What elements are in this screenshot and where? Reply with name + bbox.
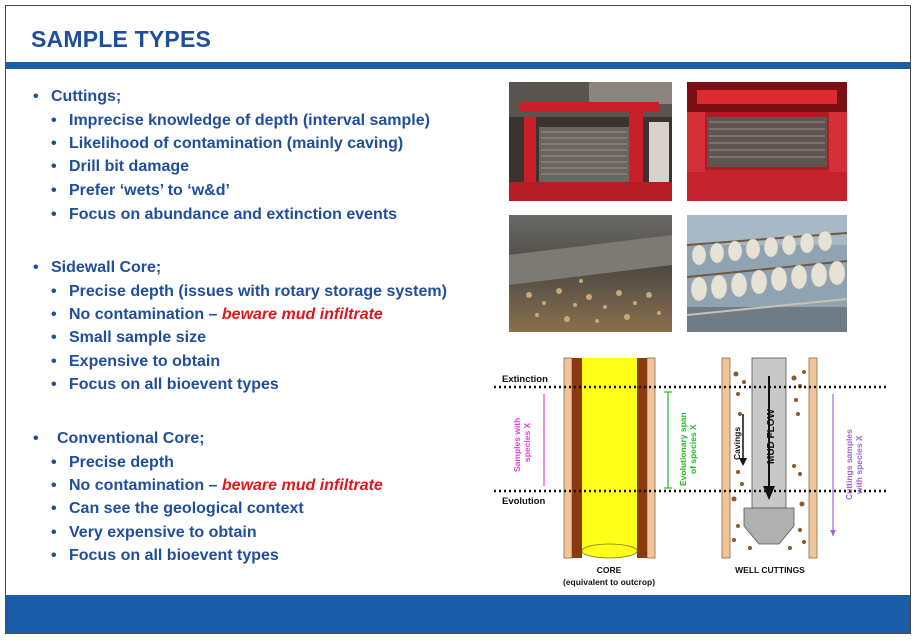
list-item: •No contamination – beware mud infiltrat… (51, 306, 383, 323)
samples-label: species X (522, 422, 532, 462)
core-vs-cuttings-diagram: Extinction Evolution Samples with specie… (494, 354, 894, 599)
warning-text: beware mud infiltrate (221, 477, 383, 494)
evolutionary-span-label: Evolutionary span (678, 412, 688, 486)
slide-title: SAMPLE TYPES (31, 26, 212, 52)
samples-label: Samples with (512, 418, 522, 472)
list-item: •Precise depth (51, 454, 174, 471)
evolution-label: Evolution (502, 496, 545, 507)
section-heading-conventional-core: •Conventional Core; (33, 430, 205, 447)
list-item: •Drill bit damage (51, 158, 190, 175)
cuttings-closeup-photo (509, 215, 672, 332)
drill-bit-icon (743, 507, 795, 545)
core-sample (582, 358, 637, 551)
mud-flow-label: MUD FLOW (766, 408, 777, 464)
list-item: •Small sample size (51, 329, 206, 346)
bullet-list: •Cuttings; •Imprecise knowledge of depth… (6, 6, 486, 606)
list-item: •Precise depth (issues with rotary stora… (51, 283, 447, 300)
slide: SAMPLE TYPES •Cuttings; •Imprecise knowl… (5, 5, 911, 634)
list-item: •Prefer ‘wets’ to ‘w&d’ (51, 182, 230, 199)
cuttings-samples-label: Cuttings samples (844, 429, 854, 500)
cuttings-samples-label: with species X (854, 435, 864, 495)
list-item: •Focus on abundance and extinction event… (51, 206, 398, 223)
core-label: CORE (597, 565, 622, 575)
core-sublabel: (equivalent to outcrop) (563, 577, 655, 587)
list-item: •Focus on all bioevent types (51, 547, 279, 564)
list-item: •Expensive to obtain (51, 353, 221, 370)
core-casing-right (637, 358, 647, 558)
sample-bags-photo (687, 215, 847, 332)
list-item: •Focus on all bioevent types (51, 376, 279, 393)
list-item: •Can see the geological context (51, 500, 304, 517)
title-divider (6, 62, 910, 69)
list-item: •Very expensive to obtain (51, 524, 257, 541)
extinction-label: Extinction (502, 374, 548, 385)
shale-shaker-photo-1 (509, 82, 672, 201)
evolutionary-span-label: of species X (688, 424, 698, 474)
cavings-label: Cavings (732, 427, 742, 460)
section-heading-cuttings: •Cuttings; (33, 88, 122, 105)
footer-bar (6, 595, 910, 633)
list-item: •Imprecise knowledge of depth (interval … (51, 112, 430, 129)
list-item: •No contamination – beware mud infiltrat… (51, 477, 383, 494)
shale-shaker-photo-2 (687, 82, 847, 201)
well-wall-left (721, 357, 731, 559)
section-heading-sidewall-core: •Sidewall Core; (33, 259, 162, 276)
core-casing-left (572, 358, 582, 558)
warning-text: beware mud infiltrate (221, 306, 383, 323)
well-cuttings-label: WELL CUTTINGS (735, 565, 805, 575)
well-wall-right (808, 357, 818, 559)
list-item: •Likelihood of contamination (mainly cav… (51, 135, 404, 152)
